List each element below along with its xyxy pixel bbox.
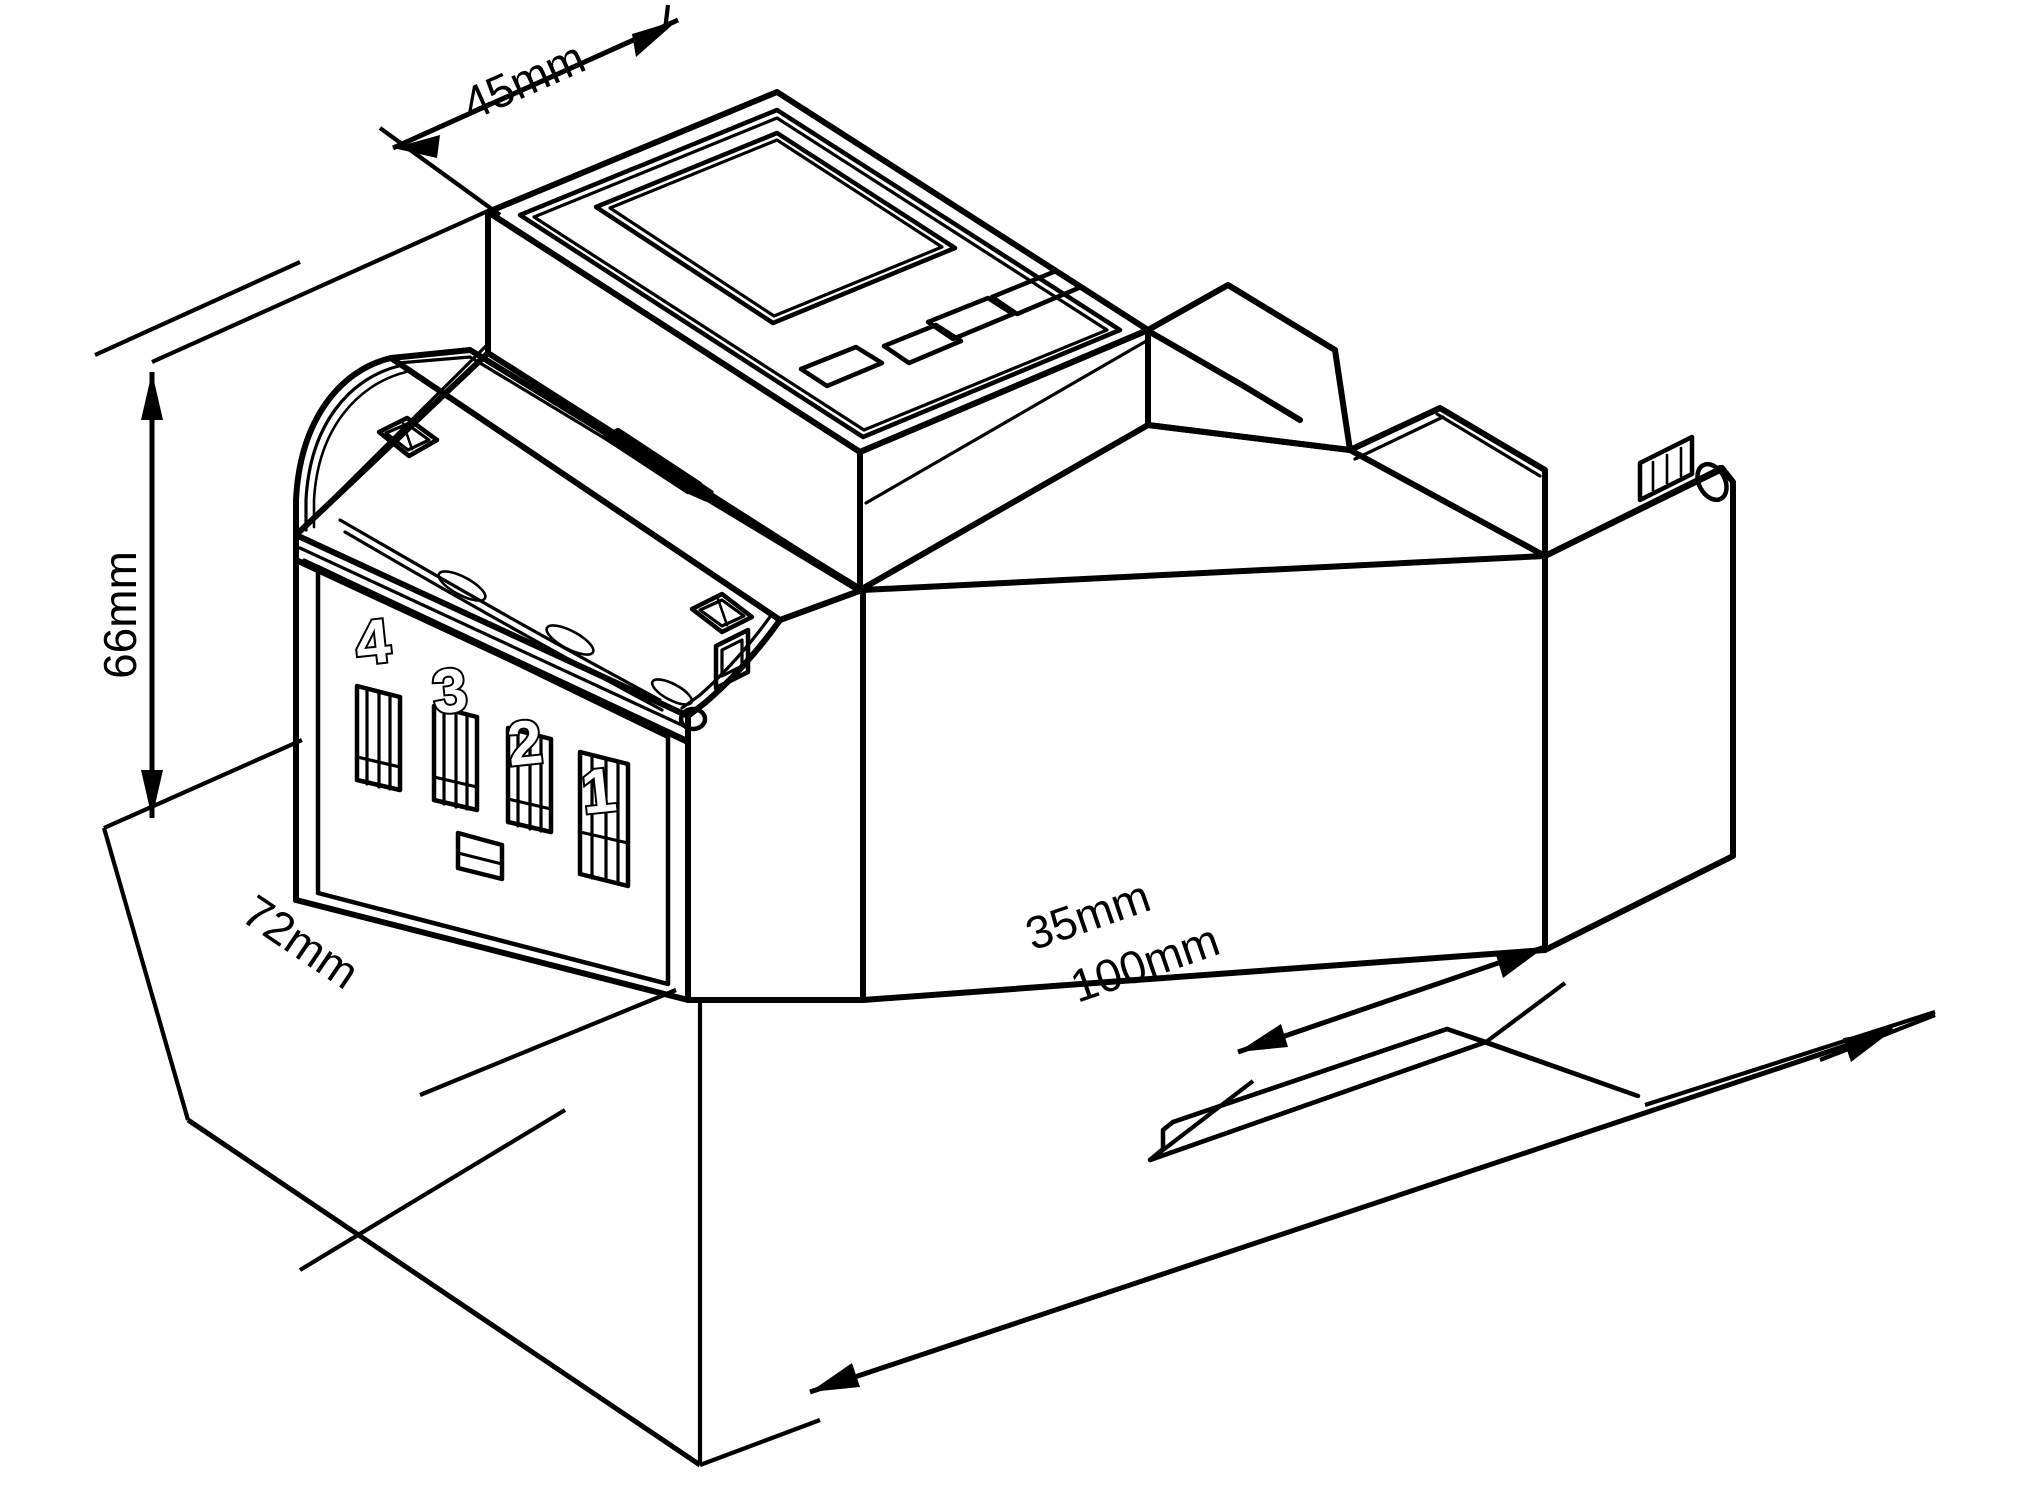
display-right-face-edge: [864, 338, 1150, 505]
ext-line-66mm-top: [94, 260, 301, 357]
terminal-label-3: 3: [429, 655, 471, 727]
ext-line-72mm-c: [419, 988, 677, 1097]
terminal-label-2: 2: [504, 707, 546, 779]
right-body-chamfer-line: [1437, 405, 1548, 473]
button-1[interactable]: [798, 344, 885, 389]
display-top-inner-frame: [517, 107, 1123, 440]
arrowhead-45mm-right: [632, 20, 678, 57]
terminal-cover-left-curve-inner: [304, 364, 401, 532]
cover-latch-dimple-1: [437, 570, 487, 602]
terminal-face-vent-slot: [455, 830, 505, 882]
cover-hinge-slot-2: [343, 530, 664, 712]
mounting-hole: [1695, 461, 1729, 503]
terminal-cover-left-curve-inner2: [312, 370, 408, 529]
terminal-face-vent-slot-line: [456, 851, 504, 866]
display-right-face: [857, 327, 1151, 593]
ext-line-100mm-proj: [1644, 1010, 1936, 1107]
lcd-display-recess: [593, 130, 958, 326]
dimension-lines-group: [94, 4, 1936, 1468]
seal-hole-1-inner: [384, 422, 431, 452]
ext-line-35mm-b: [1484, 981, 1567, 1044]
lcd-display-inner: [608, 138, 944, 318]
meter-body-group: [293, 89, 1736, 1003]
terminal-cover-front-lip: [293, 532, 691, 719]
terminal-hole-2: [505, 725, 554, 835]
terminal-label-1: 1: [578, 755, 620, 827]
cover-handle-slot-tip: [686, 482, 714, 502]
ext-line-72mm-a: [101, 827, 191, 1121]
din-clip-edge-right: [1444, 1026, 1489, 1045]
seal-hole-1: [376, 415, 440, 459]
right-body-top-crease: [1147, 329, 1303, 423]
terminal-hole-4: [354, 683, 403, 793]
terminal-face-bottom-edge: [293, 897, 691, 1003]
terminal-recess-panel: [315, 564, 671, 987]
terminal-label-4: 4: [352, 606, 394, 678]
left-face-top-receding-2: [301, 344, 488, 530]
right-body-top-ridge2: [1353, 415, 1445, 461]
ext-line-35mm-a: [1148, 1079, 1255, 1162]
button-2[interactable]: [881, 322, 964, 366]
arrowhead-35mm-left: [1238, 1024, 1288, 1052]
ext-line-45mm-a: [378, 126, 502, 217]
button-3[interactable]: [925, 295, 1016, 342]
cover-handle-slot-line: [616, 442, 692, 490]
arrowhead-45mm-left: [393, 135, 440, 158]
cover-latch-tab-inner: [720, 638, 744, 678]
ext-line-100mm-b: [1819, 1013, 1936, 1062]
cover-latch-dimple-3: [650, 678, 694, 706]
terminal-cover-top-inner: [396, 355, 858, 592]
arrowhead-100mm-left: [810, 1363, 860, 1392]
cover-hinge-slot: [338, 518, 662, 702]
arrowhead-66mm-bottom: [141, 770, 163, 818]
right-body-chamfer-line2: [1435, 412, 1542, 478]
ext-line-45mm-b: [662, 4, 671, 31]
button-4[interactable]: [989, 268, 1084, 317]
dim-line-100mm: [809, 1027, 1894, 1395]
right-body-corner-chamfer: [1720, 466, 1735, 484]
terminal-hole-1: [577, 749, 631, 889]
display-top-inner-frame2: [532, 116, 1109, 432]
right-body-right-face: [1542, 465, 1736, 953]
dim-line-72mm: [186, 1117, 702, 1468]
cover-pivot-pin: [678, 706, 708, 732]
ext-line-45mm-proj: [151, 208, 491, 364]
terminal-cover-right-curve[interactable]: [685, 617, 783, 719]
cover-latch-dimple-2: [545, 624, 595, 656]
dim-line-35mm: [1237, 944, 1546, 1055]
seal-hole-2: [689, 591, 755, 635]
ext-line-72mm-mid: [298, 1108, 567, 1272]
dimension-45mm: 45mm: [455, 31, 593, 130]
arrowhead-66mm-top: [141, 372, 163, 420]
terminal-cover-right-curve-inner: [680, 612, 774, 710]
right-body-top-ridge: [1347, 405, 1443, 453]
ext-line-66mm-bot: [103, 738, 303, 830]
cover-latch-tab: [713, 627, 751, 691]
terminal-cover-front-lip-2: [298, 546, 688, 729]
right-body-front-top-edge: [860, 553, 1548, 593]
terminal-cover-top-face[interactable]: [388, 347, 865, 623]
dim-line-45mm: [391, 17, 680, 151]
terminal-hole-3: [431, 703, 480, 813]
right-body-front-bottom-edge: [860, 947, 1548, 1003]
ext-line-100mm-a: [699, 1418, 821, 1467]
din-clip-edge-top: [1170, 1026, 1450, 1125]
seal-hole-2-inner: [698, 598, 746, 628]
dimension-66mm: 66mm: [94, 551, 146, 679]
terminal-cover-left-curve[interactable]: [293, 355, 394, 538]
dimension-text-labels: 45mm 66mm 72mm 35mm 100mm: [94, 31, 1226, 1013]
right-body-top-face: [1145, 282, 1353, 453]
seal-hole-2-rib: [716, 597, 729, 627]
din-clip-edge-bottom: [1147, 1039, 1489, 1163]
comm-port-connector: [1637, 434, 1695, 503]
